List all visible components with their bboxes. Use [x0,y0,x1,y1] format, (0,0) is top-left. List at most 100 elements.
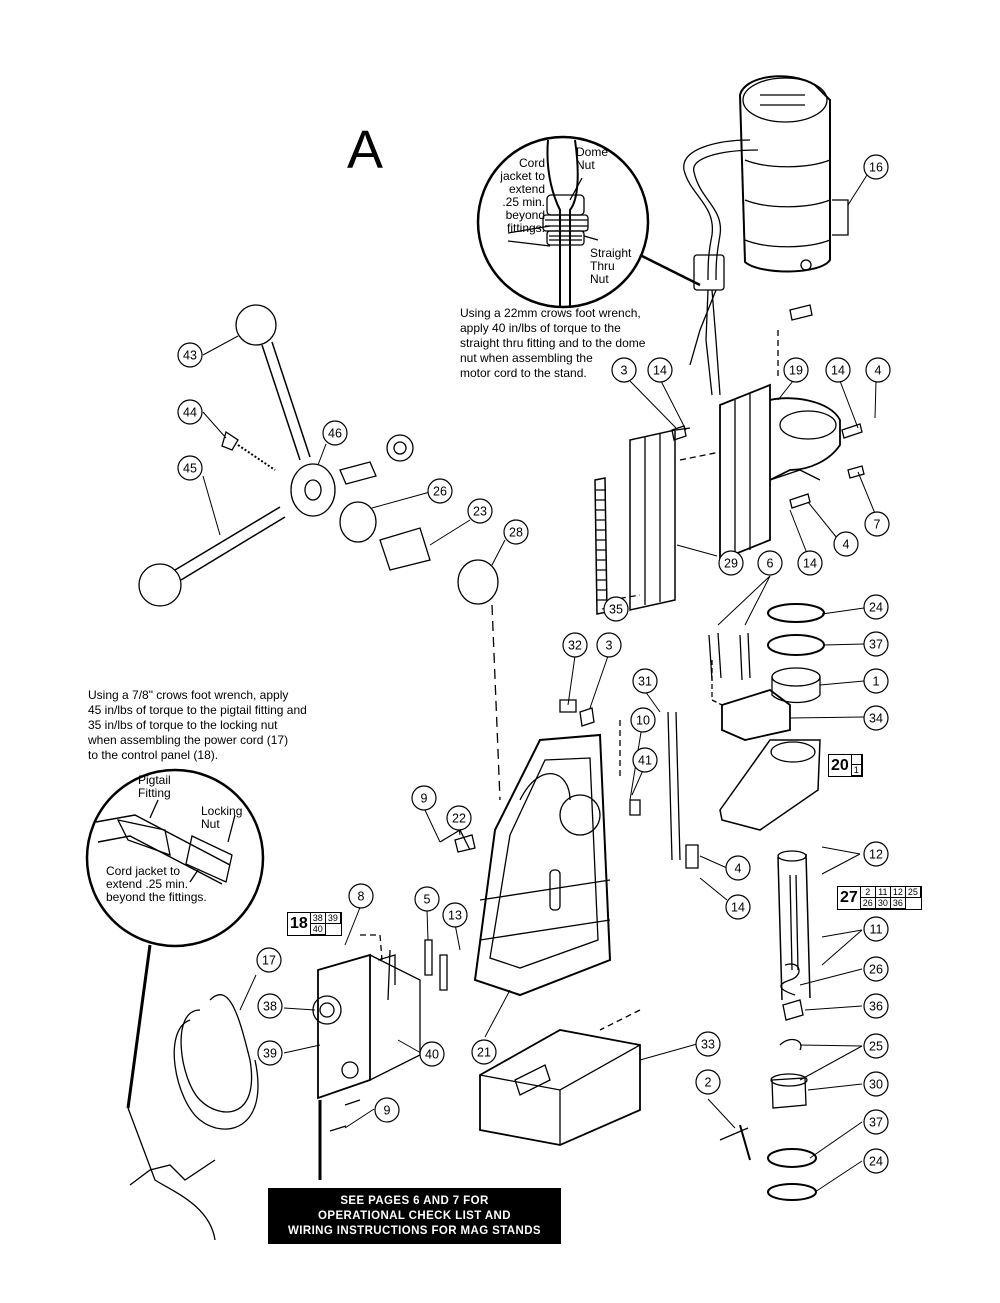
assembly-ref-18-sub: 39 [325,913,341,924]
callout-number: 32 [568,639,582,653]
callout-number: 2 [705,1076,712,1090]
callout-number: 3 [621,364,628,378]
top-detail-dome-nut-label: Dome Nut [576,145,609,172]
callout-number: 30 [869,1078,883,1092]
callout-21: 21 [471,1039,497,1065]
assembly-ref-20-sub: 1 [851,765,862,776]
callout-4: 4 [865,357,891,383]
callout-number: 39 [263,1047,277,1061]
callout-circle [863,1109,889,1135]
callout-number: 35 [609,603,623,617]
left-detail-pigtail-fitting-label: Pigtail Fitting [138,773,171,800]
callout-number: 41 [638,754,652,768]
callout-24: 24 [863,1148,889,1174]
callout-26: 26 [863,956,889,982]
pigtail-detail [85,768,322,1241]
callout-circle [257,1040,283,1066]
callout-circle [322,420,348,446]
column-assembly [594,304,865,615]
assembly-ref-18: 18 38 39 40 [287,912,342,936]
control-panel [312,934,421,1106]
callout-circle [725,855,751,881]
callout-number: 4 [735,862,742,876]
callout-number: 14 [831,364,845,378]
callout-number: 13 [448,909,462,923]
callout-circle [414,886,440,912]
callout-circle [863,1033,889,1059]
callout-circle [863,1071,889,1097]
callout-number: 45 [183,462,197,476]
callout-23: 23 [467,498,493,524]
callout-number: 19 [789,364,803,378]
callout-12: 12 [863,841,889,867]
callout-number: 5 [424,893,431,907]
callout-circle [833,531,859,557]
callout-43: 43 [177,342,203,368]
callout-number: 34 [869,712,883,726]
callout-circle [718,550,744,576]
callout-circle [467,498,493,524]
callout-number: 31 [638,675,652,689]
cord-fitting-detail [476,135,701,309]
assembly-ref-27-sub: 30 [875,898,891,909]
callout-circle [442,902,468,928]
callout-39: 39 [257,1040,283,1066]
callout-number: 29 [724,557,738,571]
top-detail-cord-jacket-label: Cord jacket to extend .25 min. beyond fi… [500,156,545,235]
callout-6: 6 [757,550,783,576]
callout-number: 37 [869,1116,883,1130]
callout-36: 36 [863,993,889,1019]
callout-number: 33 [701,1038,715,1052]
callout-number: 21 [477,1046,491,1060]
callout-circle [863,916,889,942]
callout-circle [783,357,809,383]
callout-16: 16 [863,154,889,180]
callout-14: 14 [725,894,751,920]
callout-number: 8 [358,890,365,904]
callout-number: 3 [606,639,613,653]
callout-19: 19 [783,357,809,383]
callout-number: 6 [767,557,774,571]
callout-circle [825,357,851,383]
left-detail-cord-jacket-label: Cord jacket to extend .25 min. beyond th… [106,864,207,904]
callout-circle [632,747,658,773]
callout-number: 9 [421,792,428,806]
callout-22: 22 [446,805,472,831]
callout-37: 37 [863,631,889,657]
callout-8: 8 [348,883,374,909]
callout-5: 5 [414,886,440,912]
callout-26: 26 [427,478,453,504]
callout-circle [603,596,629,622]
assembly-ref-27-sub: 25 [905,887,921,898]
callout-14: 14 [647,357,673,383]
callout-44: 44 [177,399,203,425]
assembly-ref-27-sub: 2 [860,887,876,898]
callout-circle [348,883,374,909]
callout-circle [177,342,203,368]
magnet-base [479,1029,641,1146]
callout-circle [411,785,437,811]
callout-11: 11 [863,916,889,942]
callout-number: 14 [731,901,745,915]
small-hardware [329,427,751,1161]
callout-circle [611,357,637,383]
see-pages-banner: SEE PAGES 6 AND 7 FOR OPERATIONAL CHECK … [268,1188,561,1244]
callout-number: 4 [843,538,850,552]
assembly-ref-27-sub: 36 [890,898,906,909]
handle-assembly [138,304,501,801]
left-detail-locking-nut-label: Locking Nut [201,804,243,831]
callout-circle [177,455,203,481]
callout-number: 9 [384,1104,391,1118]
page-letter: A [347,120,384,180]
callout-number: 11 [870,923,883,937]
callout-number: 17 [262,954,276,968]
callout-number: 22 [452,812,466,826]
callout-circle [419,1041,445,1067]
callout-circle [863,154,889,180]
assembly-ref-27-sub: 26 [860,898,876,909]
assembly-ref-20-blank [851,755,862,765]
callout-circle [863,631,889,657]
callout-circle [256,947,282,973]
